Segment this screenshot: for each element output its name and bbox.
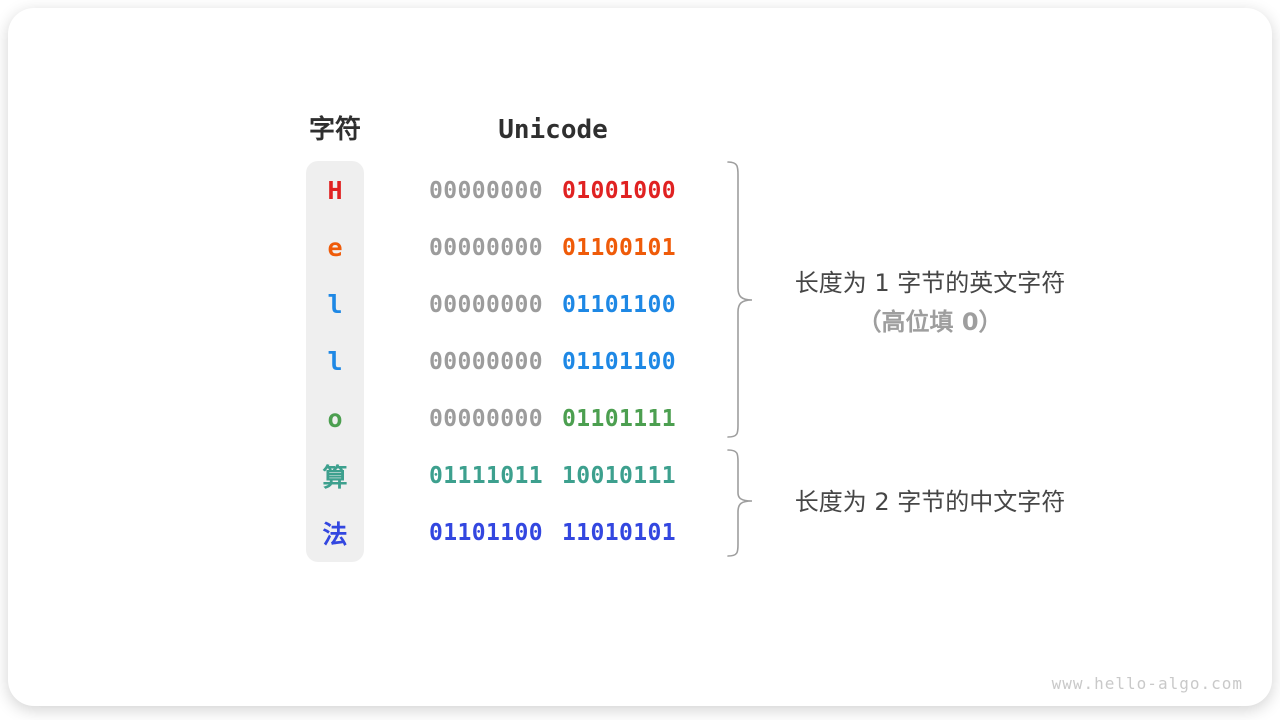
char-cell: e bbox=[327, 233, 343, 262]
table-row: H 00000000 01001000 bbox=[306, 162, 676, 219]
byte-high: 01101100 bbox=[429, 519, 543, 546]
byte-high: 01111011 bbox=[429, 462, 543, 489]
char-cell: H bbox=[327, 176, 343, 205]
char-cell: 算 bbox=[322, 462, 348, 492]
byte-low: 01101111 bbox=[561, 405, 676, 432]
annotation-english-line1: 长度为 1 字节的英文字符 bbox=[794, 269, 1066, 297]
char-cell: l bbox=[327, 290, 343, 319]
byte-low: 10010111 bbox=[561, 462, 676, 489]
character-column-background bbox=[306, 161, 364, 562]
figure-card bbox=[8, 8, 1272, 706]
table-row: e 00000000 01100101 bbox=[306, 219, 676, 276]
byte-low: 01101100 bbox=[561, 348, 676, 375]
brace-1-byte-group-icon bbox=[727, 161, 753, 438]
annotation-chinese-line1: 长度为 2 字节的中文字符 bbox=[794, 488, 1066, 516]
brace-2-byte-group-icon bbox=[727, 449, 753, 557]
char-cell: 法 bbox=[322, 519, 348, 549]
byte-high: 00000000 bbox=[429, 405, 543, 432]
byte-low: 01101100 bbox=[561, 291, 676, 318]
byte-high: 00000000 bbox=[429, 348, 543, 375]
byte-high: 00000000 bbox=[429, 177, 543, 204]
annotation-english-line2: （高位填 0） bbox=[857, 308, 1003, 336]
byte-low: 01001000 bbox=[561, 177, 676, 204]
byte-high: 00000000 bbox=[429, 291, 543, 318]
group-braces bbox=[727, 161, 753, 557]
annotation-chinese-chars: 长度为 2 字节的中文字符 bbox=[765, 487, 1095, 517]
table-row: 法 01101100 11010101 bbox=[306, 504, 676, 561]
table-row: l 00000000 01101100 bbox=[306, 333, 676, 390]
table-row: l 00000000 01101100 bbox=[306, 276, 676, 333]
table-row: o 00000000 01101111 bbox=[306, 390, 676, 447]
column-header-character: 字符 bbox=[308, 115, 361, 145]
byte-low: 01100101 bbox=[561, 234, 676, 261]
char-cell: o bbox=[327, 404, 343, 433]
table-row: 算 01111011 10010111 bbox=[306, 447, 676, 504]
byte-low: 11010101 bbox=[561, 519, 676, 546]
char-cell: l bbox=[327, 347, 343, 376]
annotation-english-chars: 长度为 1 字节的英文字符 （高位填 0） bbox=[765, 268, 1095, 337]
byte-high: 00000000 bbox=[429, 234, 543, 261]
watermark: www.hello-algo.com bbox=[1051, 674, 1243, 693]
column-header-unicode: Unicode bbox=[498, 115, 608, 145]
